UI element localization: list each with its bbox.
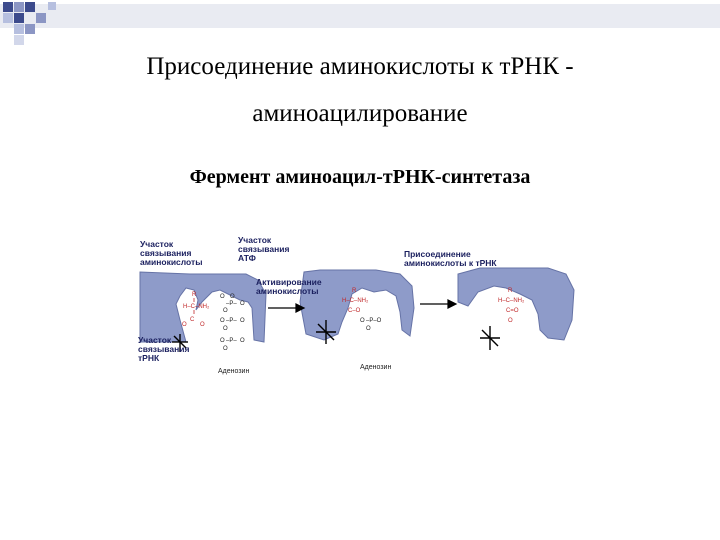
enzyme-shape-1 [139, 271, 267, 343]
svg-text:C=O: C=O [506, 308, 519, 314]
aminoacyl-amp-molecule: R H–C–NH₂ C–O O–P–O O [342, 288, 382, 332]
svg-text:H–C–NH₂: H–C–NH₂ [342, 298, 369, 304]
svg-text:–P–O: –P–O [366, 318, 382, 324]
label-trna-site: Участок связывания тРНК [138, 335, 190, 363]
adenosine-label-2: Аденозин [360, 364, 392, 371]
svg-text:H–C–NH₂: H–C–NH₂ [183, 304, 210, 310]
svg-text:–P–: –P– [226, 338, 237, 344]
trna-end-1 [172, 334, 188, 352]
amino-acid-molecule-1: R H–C–NH₂ C O O [182, 292, 210, 328]
svg-text:–P–: –P– [226, 318, 237, 324]
slide-title-line-1: Присоединение аминокислоты к тРНК - [146, 53, 574, 80]
slide-subtitle: Фермент аминоацил-тРНК-синтетаза [189, 166, 531, 188]
label-activation: Активирование аминокислоты [256, 277, 322, 296]
trna-end-2 [316, 320, 336, 344]
svg-text:O: O [220, 318, 225, 324]
svg-text:O: O [240, 301, 245, 307]
svg-text:C–O: C–O [348, 308, 361, 314]
slide-title-line-2: аминоацилирование [252, 100, 468, 127]
svg-text:O: O [230, 294, 235, 300]
svg-text:O: O [220, 338, 225, 344]
trna-end-3 [480, 326, 500, 350]
svg-text:O: O [182, 322, 187, 328]
svg-text:O: O [366, 326, 371, 332]
svg-text:O: O [200, 322, 205, 328]
svg-text:O: O [360, 318, 365, 324]
svg-text:R: R [508, 288, 513, 294]
svg-text:O: O [240, 338, 245, 344]
svg-text:O: O [223, 308, 228, 314]
svg-text:R: R [192, 292, 197, 298]
svg-text:–P–: –P– [226, 301, 237, 307]
aminoacyl-trna-molecule: R H–C–NH₂ C=O O [498, 288, 525, 324]
adenosine-label-1: Аденозин [218, 368, 250, 375]
reaction-arrow-2 [420, 299, 458, 309]
svg-text:C: C [190, 317, 195, 323]
svg-text:O: O [220, 294, 225, 300]
svg-text:R: R [352, 288, 357, 294]
svg-text:O: O [240, 318, 245, 324]
reaction-arrow-1 [268, 303, 306, 313]
enzyme-shape-3 [457, 267, 575, 341]
label-atp-site: Участок связывания АТФ [238, 235, 290, 263]
svg-text:H–C–NH₂: H–C–NH₂ [498, 298, 525, 304]
slide-decoration [0, 2, 720, 45]
svg-text:O: O [223, 346, 228, 352]
svg-text:O: O [508, 318, 513, 324]
label-attachment: Присоединение аминокислоты к тРНК [404, 249, 497, 268]
label-amino-acid-site: Участок связывания аминокислоты [140, 239, 203, 267]
svg-text:O: O [223, 326, 228, 332]
